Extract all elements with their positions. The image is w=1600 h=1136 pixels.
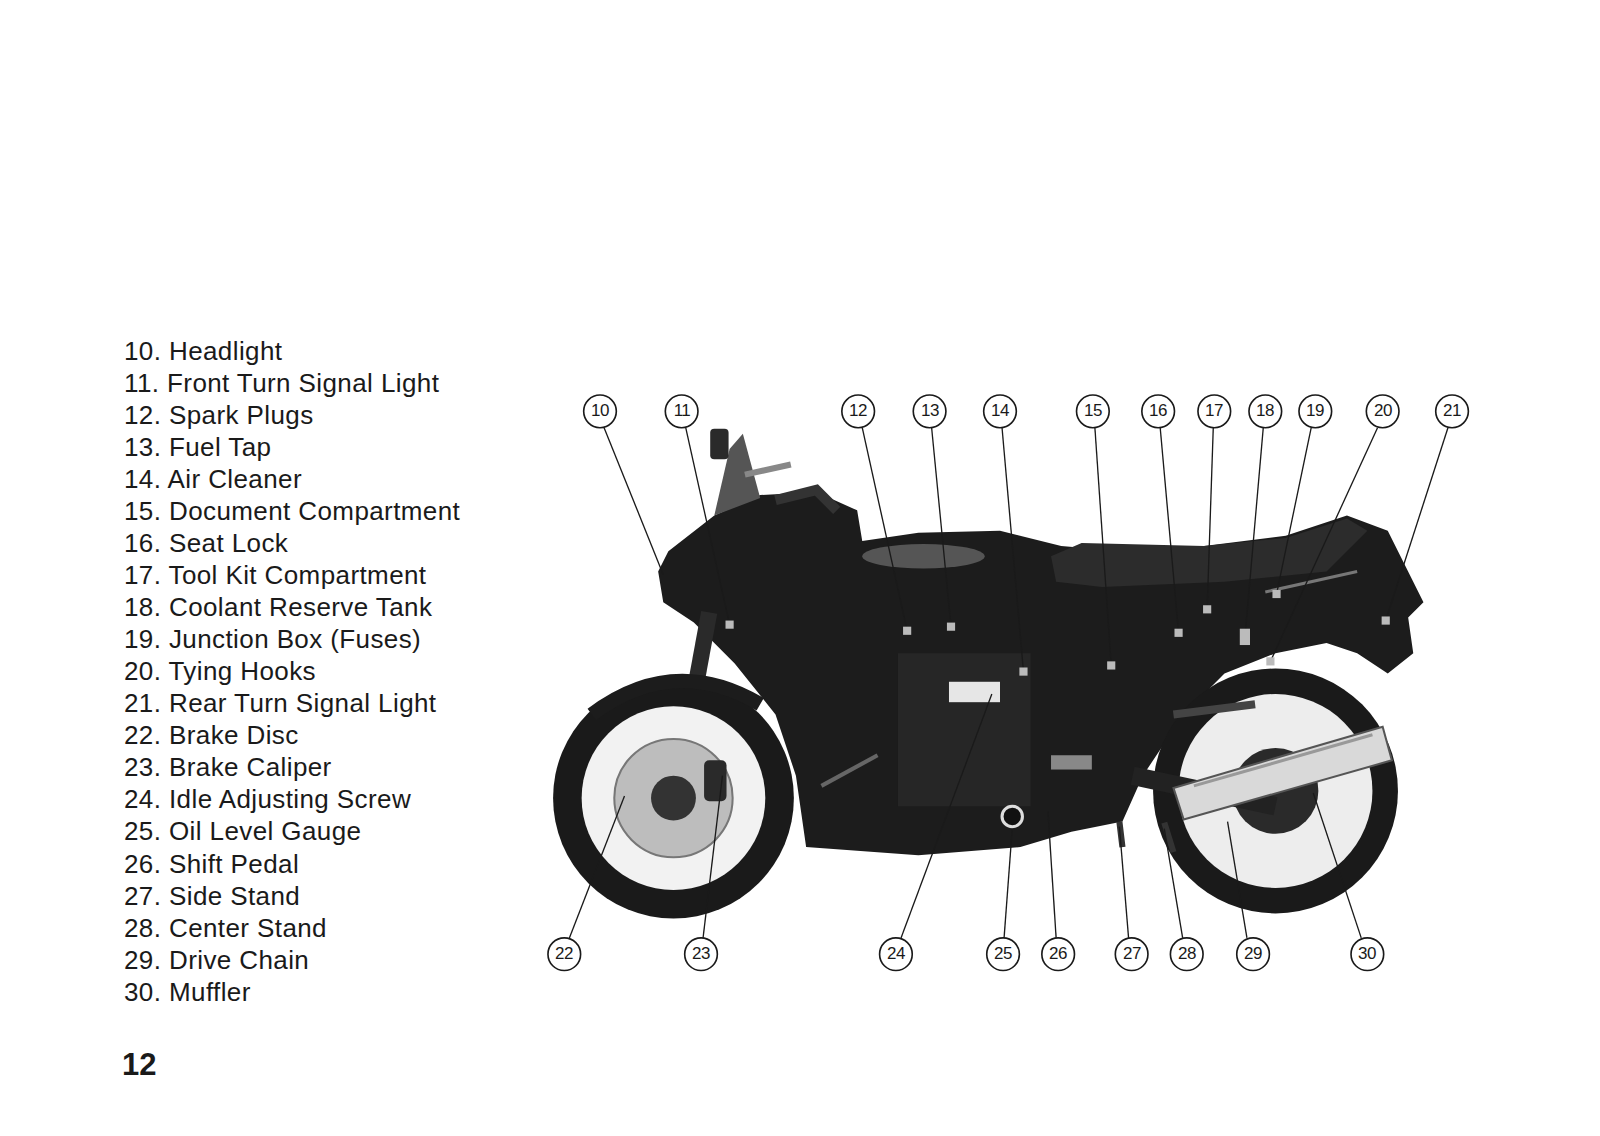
callout-number: 16 bbox=[1141, 394, 1175, 428]
page-number: 12 bbox=[122, 1048, 156, 1082]
part-marks bbox=[726, 590, 1390, 676]
part-name: 29. Drive Chain bbox=[124, 945, 309, 975]
callout-number: 20 bbox=[1366, 394, 1400, 428]
part-name: 12. Spark Plugs bbox=[124, 400, 314, 430]
fairing-logo bbox=[821, 755, 877, 786]
callout-number: 30 bbox=[1350, 937, 1384, 971]
callout-number: 25 bbox=[986, 937, 1020, 971]
tank-highlight bbox=[862, 544, 984, 568]
part-name: 11. Front Turn Signal Light bbox=[124, 368, 439, 398]
callout-number: 22 bbox=[547, 937, 581, 971]
handlebar bbox=[776, 490, 837, 510]
callout-number: 18 bbox=[1248, 394, 1282, 428]
callout-number: 19 bbox=[1298, 394, 1332, 428]
callout-number: 14 bbox=[983, 394, 1017, 428]
callout-circles bbox=[548, 395, 1468, 971]
mirror-bar bbox=[745, 464, 791, 474]
part-name: 25. Oil Level Gauge bbox=[124, 816, 361, 846]
part-name: 30. Muffler bbox=[124, 977, 251, 1007]
callout-number: 21 bbox=[1435, 394, 1469, 428]
front-rim bbox=[582, 706, 766, 890]
part-name: 20. Tying Hooks bbox=[124, 656, 316, 686]
rear-tire bbox=[1153, 669, 1398, 914]
mirror bbox=[710, 429, 728, 460]
muffler-band bbox=[1194, 735, 1373, 786]
callout-number: 10 bbox=[583, 394, 617, 428]
callout-number: 26 bbox=[1041, 937, 1075, 971]
front-fender bbox=[592, 681, 760, 714]
callout-number: 27 bbox=[1115, 937, 1149, 971]
part-name: 15. Document Compartment bbox=[124, 496, 460, 526]
callout-number: 15 bbox=[1076, 394, 1110, 428]
callout-number: 17 bbox=[1197, 394, 1231, 428]
part-name: 13. Fuel Tap bbox=[124, 432, 271, 462]
muffler bbox=[1173, 727, 1391, 820]
callout-number: 29 bbox=[1236, 937, 1270, 971]
front-tire bbox=[553, 678, 794, 919]
footpeg bbox=[1173, 704, 1255, 714]
part-name: 21. Rear Turn Signal Light bbox=[124, 688, 436, 718]
callout-number: 13 bbox=[913, 394, 947, 428]
front-hub bbox=[651, 776, 696, 821]
callout-number: 12 bbox=[841, 394, 875, 428]
engine-detail bbox=[949, 682, 1000, 702]
part-name: 10. Headlight bbox=[124, 336, 282, 366]
caliper bbox=[704, 760, 726, 801]
part-name: 27. Side Stand bbox=[124, 881, 300, 911]
callout-number: 11 bbox=[665, 394, 699, 428]
engine-block bbox=[898, 653, 1031, 806]
callout-number: 23 bbox=[684, 937, 718, 971]
part-name: 28. Center Stand bbox=[124, 913, 327, 943]
part-name: 14. Air Cleaner bbox=[124, 464, 302, 494]
callout-number: 24 bbox=[879, 937, 913, 971]
part-name: 18. Coolant Reserve Tank bbox=[124, 592, 432, 622]
part-name: 26. Shift Pedal bbox=[124, 849, 299, 879]
part-name: 22. Brake Disc bbox=[124, 720, 299, 750]
part-name: 24. Idle Adjusting Screw bbox=[124, 784, 411, 814]
part-name: 16. Seat Lock bbox=[124, 528, 288, 558]
part-name: 17. Tool Kit Compartment bbox=[124, 560, 426, 590]
part-name: 23. Brake Caliper bbox=[124, 752, 332, 782]
engine-detail bbox=[1051, 755, 1092, 769]
part-name: 19. Junction Box (Fuses) bbox=[124, 624, 421, 654]
oil-gauge bbox=[1002, 806, 1022, 826]
callout-number: 28 bbox=[1170, 937, 1204, 971]
leader-lines bbox=[569, 428, 1448, 938]
